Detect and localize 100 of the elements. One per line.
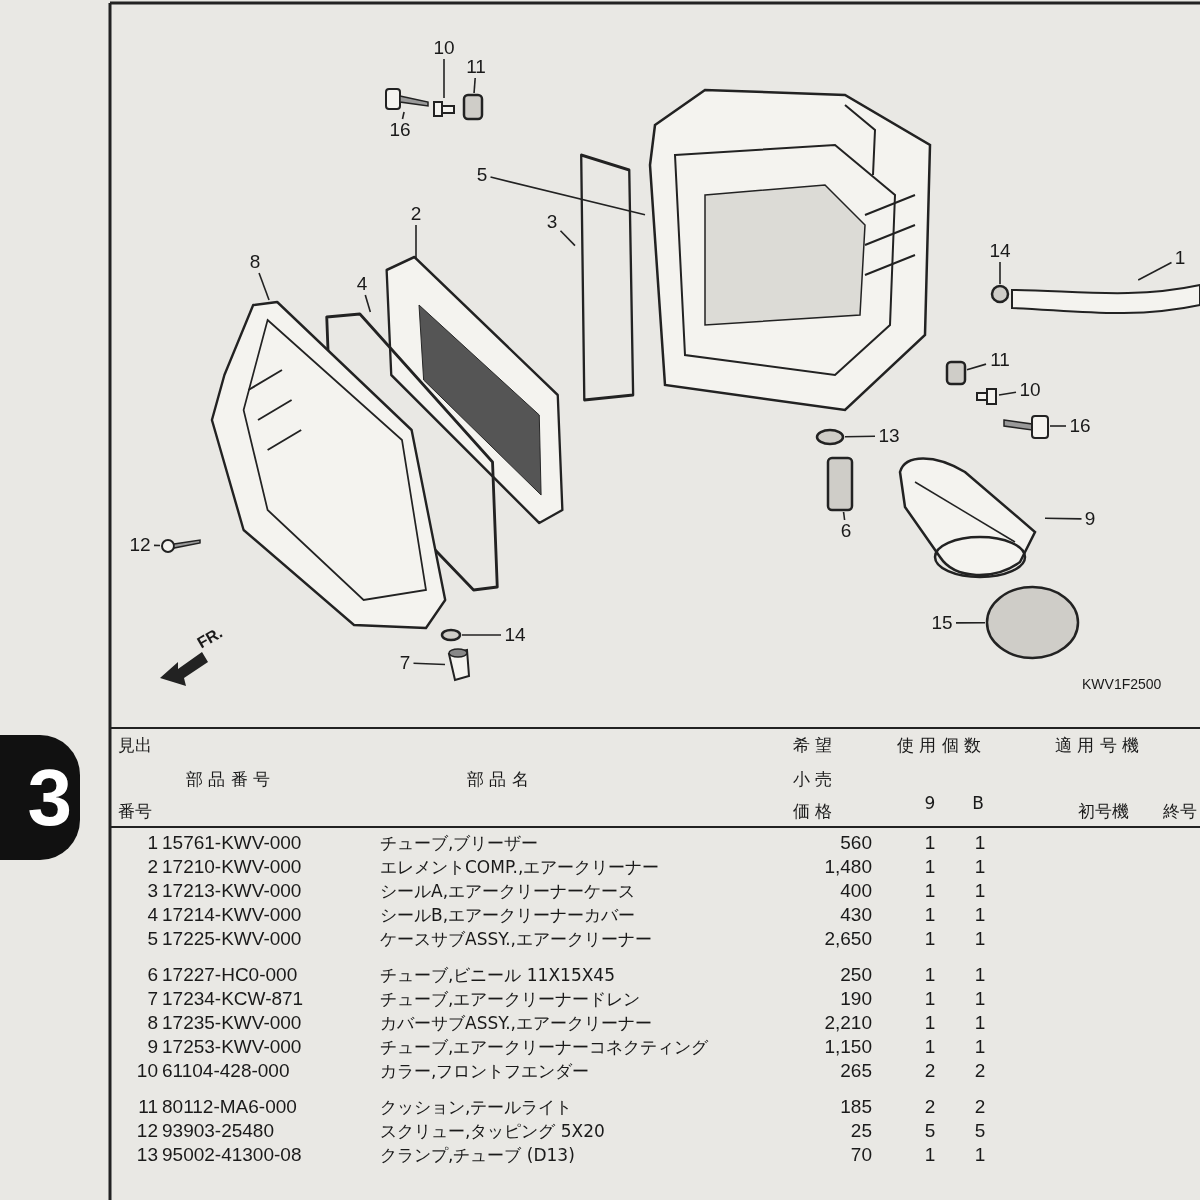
callout-number: 3	[543, 211, 561, 233]
quantity: 1	[924, 964, 936, 986]
part-number: 17227-HC0-000	[162, 964, 298, 986]
quantity: 1	[924, 1144, 936, 1166]
box-shape	[826, 456, 854, 512]
part-name: エレメントCOMP.,エアークリーナー	[380, 856, 660, 878]
row-number: 2	[147, 856, 158, 878]
leader-line	[999, 261, 1001, 285]
part-number: 17213-KWV-000	[162, 880, 302, 902]
circle-shape	[440, 628, 462, 642]
callout-number: 5	[473, 164, 491, 186]
quantity: 1	[974, 928, 986, 950]
leader-line	[998, 391, 1017, 396]
quantity: 2	[974, 1096, 986, 1118]
row-number: 6	[147, 964, 158, 986]
column-header: 価 格	[793, 800, 833, 822]
quantity: 1	[974, 1144, 986, 1166]
part-number: 17234-KCW-871	[162, 988, 304, 1010]
row-number: 1	[147, 832, 158, 854]
price: 70	[850, 1144, 872, 1166]
quantity: 1	[924, 1012, 936, 1034]
quantity: 2	[924, 1060, 936, 1082]
part-name: チューブ,エアークリーナードレン	[380, 988, 641, 1010]
screw-drawing	[160, 537, 202, 555]
part-name: シールB,エアークリーナーカバー	[380, 904, 636, 926]
price: 560	[840, 832, 872, 854]
bolt-drawing	[1002, 412, 1050, 440]
quantity: 1	[924, 904, 936, 926]
leader-line	[153, 544, 161, 547]
callout-number: 11	[462, 56, 490, 78]
callout-number: 16	[386, 119, 414, 141]
callout-number: 4	[353, 273, 371, 295]
callout-number: 10	[430, 37, 458, 59]
leader-line	[844, 435, 876, 438]
leader-line	[443, 58, 445, 99]
leader-line	[489, 176, 646, 216]
leader-line	[1137, 261, 1173, 281]
part-number: 61104-428-000	[162, 1060, 290, 1082]
quantity: 2	[974, 1060, 986, 1082]
callout-number: 10	[1016, 379, 1044, 401]
column-header: 希 望	[793, 734, 833, 756]
quantity: 1	[974, 856, 986, 878]
callout-number: 14	[501, 624, 529, 646]
callout-number: 2	[407, 203, 425, 225]
column-header: 使 用 個 数	[897, 734, 982, 756]
column-header: 9	[924, 792, 936, 814]
callout-number: 15	[928, 612, 956, 634]
drain-tube-drawing	[445, 648, 471, 682]
column-header: 小 売	[793, 768, 833, 790]
column-header: B	[972, 792, 984, 814]
row-number: 5	[147, 928, 158, 950]
quantity: 1	[974, 832, 986, 854]
column-header: 番号	[118, 800, 152, 822]
row-number: 3	[147, 880, 158, 902]
circle-shape	[985, 585, 1080, 660]
row-number: 9	[147, 1036, 158, 1058]
price: 185	[840, 1096, 872, 1118]
column-header: 適 用 号 機	[1055, 734, 1140, 756]
collar-drawing	[432, 98, 456, 120]
leader-line	[955, 621, 986, 624]
part-name: クッション,テールライト	[380, 1096, 573, 1118]
quantity: 5	[974, 1120, 986, 1142]
quantity: 1	[924, 880, 936, 902]
row-number: 4	[147, 904, 158, 926]
column-header: 初号機	[1078, 800, 1129, 822]
part-number: 80112-MA6-000	[162, 1096, 297, 1118]
callout-number: 1	[1171, 247, 1189, 269]
quantity: 1	[974, 988, 986, 1010]
part-number: 95002-41300-08	[162, 1144, 302, 1166]
price: 1,150	[824, 1036, 872, 1058]
callout-number: 9	[1081, 508, 1099, 530]
callout-number: 7	[396, 652, 414, 674]
part-number: 17210-KWV-000	[162, 856, 302, 878]
price: 430	[840, 904, 872, 926]
row-number: 12	[136, 1120, 158, 1142]
section-tab: 3	[0, 735, 80, 860]
part-number: 17253-KWV-000	[162, 1036, 302, 1058]
quantity: 1	[924, 832, 936, 854]
leader-line	[412, 662, 446, 666]
leader-line	[401, 111, 405, 120]
part-name: チューブ,ブリーザー	[380, 832, 539, 854]
part-number: 93903-25480	[162, 1120, 274, 1142]
row-number: 10	[136, 1060, 158, 1082]
price: 1,480	[824, 856, 872, 878]
part-name: チューブ,ビニール 11X15X45	[380, 964, 615, 986]
callout-number: 12	[126, 534, 154, 556]
leader-line	[1049, 425, 1067, 427]
leader-line	[258, 272, 270, 301]
part-name: ケースサブASSY.,エアークリーナー	[380, 928, 652, 950]
row-number: 13	[136, 1144, 158, 1166]
row-number: 11	[138, 1096, 158, 1118]
leader-line	[559, 229, 576, 247]
circle-shape	[815, 428, 845, 446]
row-number: 7	[147, 988, 158, 1010]
callout-number: 11	[986, 349, 1014, 371]
price: 190	[840, 988, 872, 1010]
column-header: 終号	[1163, 800, 1197, 822]
leader-line	[842, 511, 846, 521]
part-number: 17235-KWV-000	[162, 1012, 302, 1034]
quantity: 1	[974, 964, 986, 986]
